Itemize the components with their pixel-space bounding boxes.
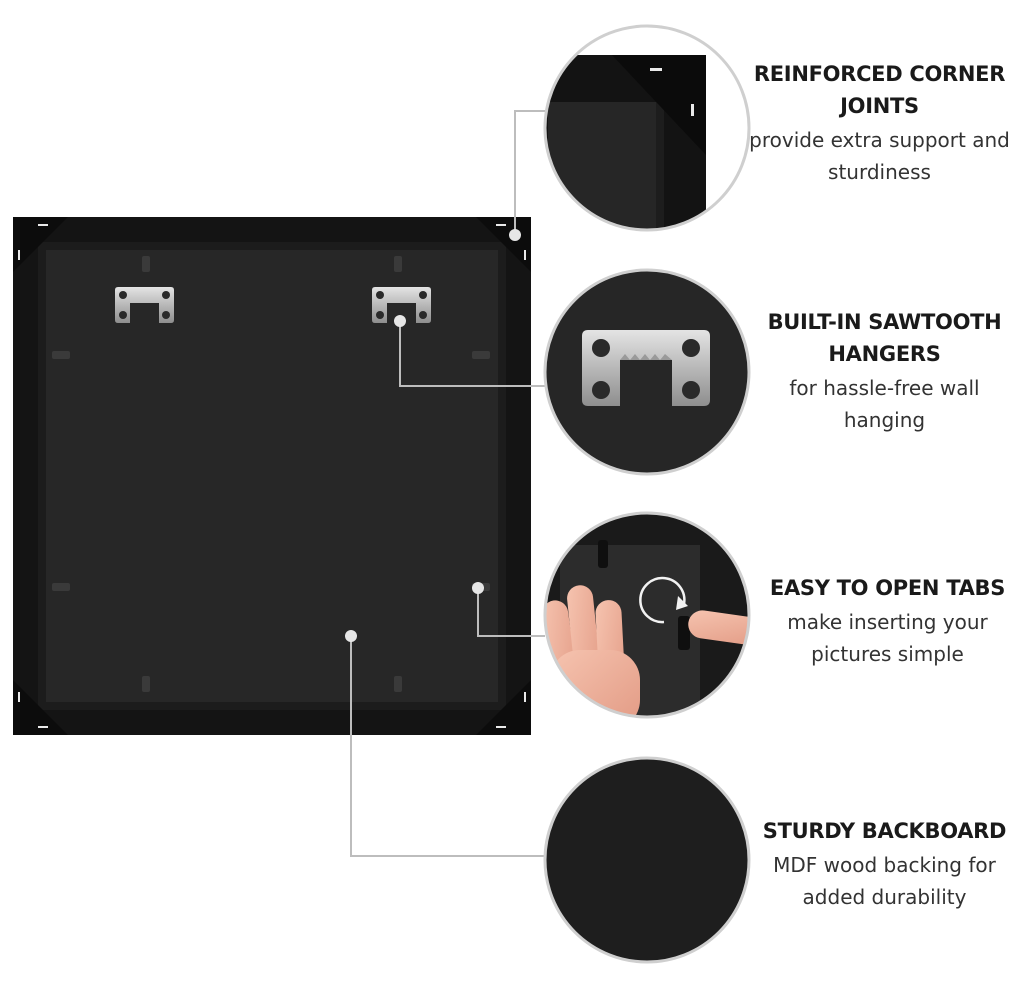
- feature-open-tabs: EASY TO OPEN TABS make inserting your pi…: [755, 572, 1020, 670]
- hand-left: [545, 585, 640, 717]
- feature-title: STURDY BACKBOARD: [762, 819, 1007, 843]
- feature-corner-joints: REINFORCED CORNER JOINTS provide extra s…: [747, 58, 1012, 188]
- backboard-detail: [543, 756, 751, 964]
- sawtooth-hanger-right: [372, 287, 431, 323]
- detail-circle-border: [543, 268, 751, 476]
- sawtooth-hanger-detail: [543, 268, 751, 476]
- sawtooth-hanger-left: [115, 287, 174, 323]
- feature-title: BUILT-IN SAWTOOTH HANGERS: [767, 310, 1002, 366]
- callout-dots: [345, 229, 521, 642]
- turn-tabs: [52, 256, 490, 692]
- feature-description: for hassle-free wall hanging: [789, 376, 980, 432]
- feature-sawtooth-hangers: BUILT-IN SAWTOOTH HANGERS for hassle-fre…: [752, 306, 1017, 436]
- corner-marks: [18, 224, 526, 728]
- frame-back-view: [13, 217, 531, 735]
- feature-title: EASY TO OPEN TABS: [769, 576, 1006, 600]
- feature-description: make inserting your pictures simple: [787, 610, 988, 666]
- detail-circle-border: [543, 511, 751, 719]
- backboard-panel: [46, 250, 498, 702]
- feature-backboard: STURDY BACKBOARD MDF wood backing for ad…: [752, 815, 1017, 913]
- feature-description: MDF wood backing for added durability: [773, 853, 996, 909]
- open-tab-detail: [543, 511, 751, 719]
- feature-description: provide extra support and sturdiness: [749, 128, 1010, 184]
- detail-circle-border: [543, 756, 751, 964]
- callout-lines: [350, 110, 545, 857]
- corner-joint-detail: [543, 24, 751, 232]
- detail-circle-border: [543, 24, 751, 232]
- feature-title: REINFORCED CORNER JOINTS: [753, 62, 1006, 118]
